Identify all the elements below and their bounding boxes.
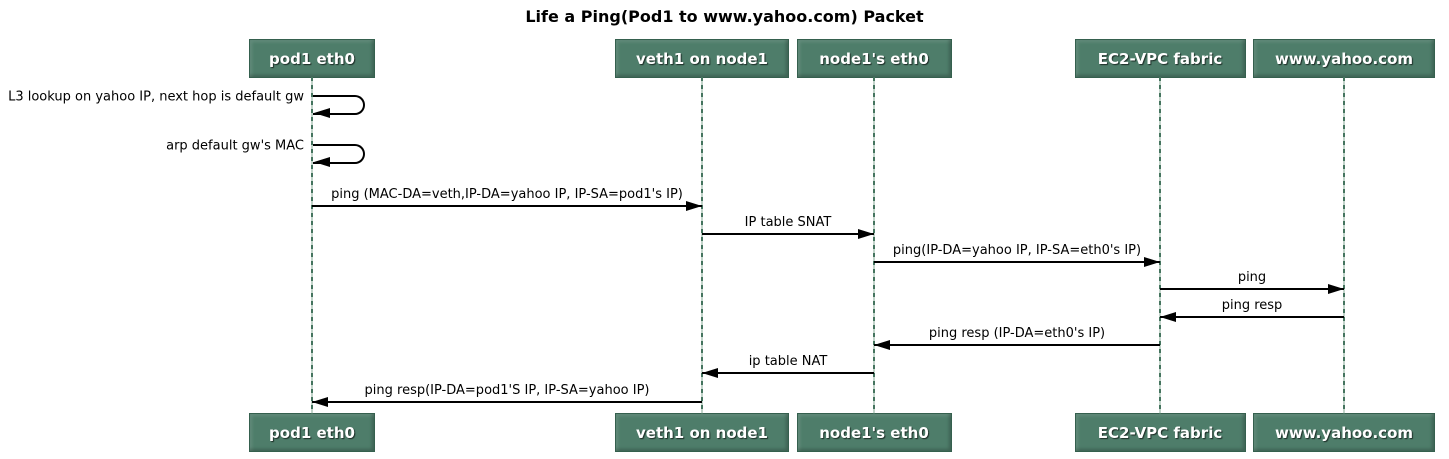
lifeline-ec2-vpc-fabric	[1159, 77, 1161, 414]
lifeline-node1s-eth0	[873, 77, 875, 414]
message-label: ping	[1237, 270, 1267, 285]
message-label: ip table NAT	[748, 354, 828, 369]
message-label: ping(IP-DA=yahoo IP, IP-SA=eth0's IP)	[892, 243, 1142, 258]
participant-www-yahoo-com-bottom-box: www.yahoo.com	[1253, 413, 1435, 452]
participant-node1s-eth0-top-box: node1's eth0	[796, 39, 952, 78]
participant-pod1-eth0-bottom-box: pod1 eth0	[249, 413, 375, 452]
message-line	[1160, 316, 1344, 318]
message-arrowhead	[1160, 312, 1176, 322]
participant-veth1-on-node1-bottom-box: veth1 on node1	[615, 413, 789, 452]
message-arrowhead	[312, 397, 328, 407]
participant-www-yahoo-com-top-box: www.yahoo.com	[1253, 39, 1435, 78]
lifeline-www-yahoo-com	[1343, 77, 1345, 414]
message-line	[874, 344, 1160, 346]
message-label: ping resp(IP-DA=pod1'S IP, IP-SA=yahoo I…	[364, 383, 650, 398]
message-arrowhead	[1328, 284, 1344, 294]
participant-pod1-eth0-top-box: pod1 eth0	[249, 39, 375, 78]
message-line	[312, 205, 702, 207]
lifeline-veth1-on-node1	[701, 77, 703, 414]
message-arrowhead	[1144, 257, 1160, 267]
message-line	[702, 233, 874, 235]
message-line	[702, 372, 874, 374]
message-label: IP table SNAT	[744, 215, 832, 230]
self-message-loop	[313, 144, 365, 164]
self-message-arrowhead	[314, 157, 330, 167]
message-arrowhead	[686, 201, 702, 211]
message-label: ping resp	[1221, 298, 1283, 313]
message-line	[312, 401, 702, 403]
self-message-arrowhead	[314, 108, 330, 118]
self-message-label: arp default gw's MAC	[166, 138, 304, 154]
participant-veth1-on-node1-top-box: veth1 on node1	[615, 39, 789, 78]
message-label: ping resp (IP-DA=eth0's IP)	[928, 326, 1106, 341]
message-line	[1160, 288, 1344, 290]
participant-node1s-eth0-bottom-box: node1's eth0	[796, 413, 952, 452]
message-arrowhead	[702, 368, 718, 378]
message-line	[874, 261, 1160, 263]
lifeline-pod1-eth0	[311, 77, 313, 414]
message-arrowhead	[858, 229, 874, 239]
message-label: ping (MAC-DA=veth,IP-DA=yahoo IP, IP-SA=…	[331, 187, 683, 202]
participant-ec2-vpc-fabric-bottom-box: EC2-VPC fabric	[1074, 413, 1246, 452]
self-message-label: L3 lookup on yahoo IP, next hop is defau…	[8, 89, 304, 105]
diagram-title: Life a Ping(Pod1 to www.yahoo.com) Packe…	[525, 7, 924, 26]
self-message-loop	[313, 95, 365, 115]
participant-ec2-vpc-fabric-top-box: EC2-VPC fabric	[1074, 39, 1246, 78]
message-arrowhead	[874, 340, 890, 350]
